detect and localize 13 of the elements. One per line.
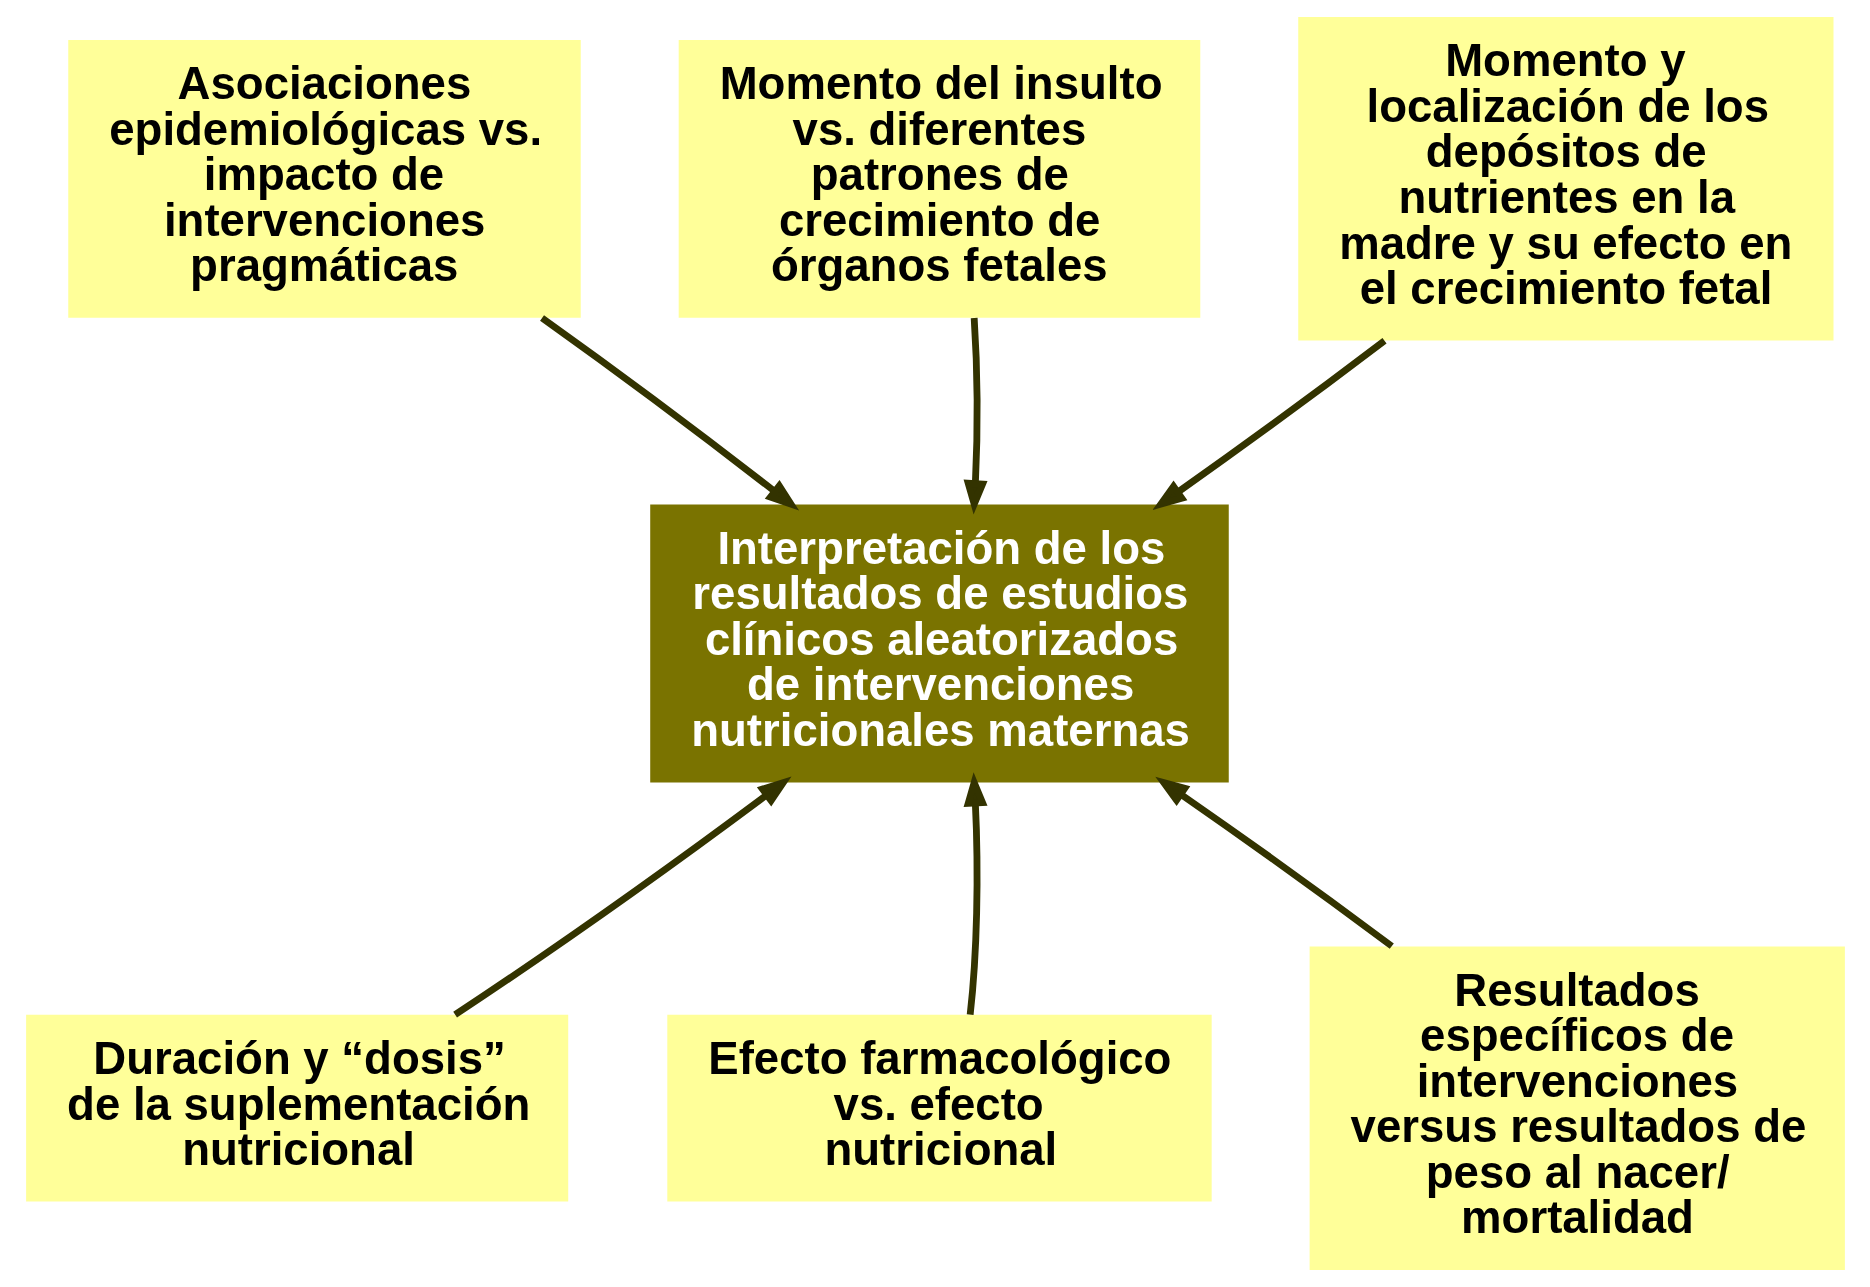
arrow xyxy=(1151,338,1387,511)
node-box: Momento del insulto vs. diferentes patrones de crecimiento de órganos fetales xyxy=(678,39,1200,318)
arrow xyxy=(539,315,799,511)
node-box: Duración y “dosis” de la suplementación nutricional xyxy=(25,1014,568,1202)
node-box: Efecto farmacológico vs. efecto nutricional xyxy=(666,1014,1212,1202)
node-box: Asociaciones epidemiológicas vs. impacto de intervenciones pragmáticas xyxy=(67,39,581,318)
node-box: Interpretación de los resultados de estudios clínicos aleatorizados de intervenciones nutricionales maternas xyxy=(649,504,1229,783)
arrow xyxy=(963,317,987,515)
node-box: Momento y localización de los depósitos de nutrientes en la madre y su efecto en el crecimiento fetal xyxy=(1297,17,1833,341)
arrow xyxy=(1154,776,1394,949)
node-box: Resultados específicos de intervenciones versus resultados de peso al nacer/ mortalidad xyxy=(1309,946,1845,1270)
arrow xyxy=(963,772,987,1016)
arrow xyxy=(452,776,791,1018)
